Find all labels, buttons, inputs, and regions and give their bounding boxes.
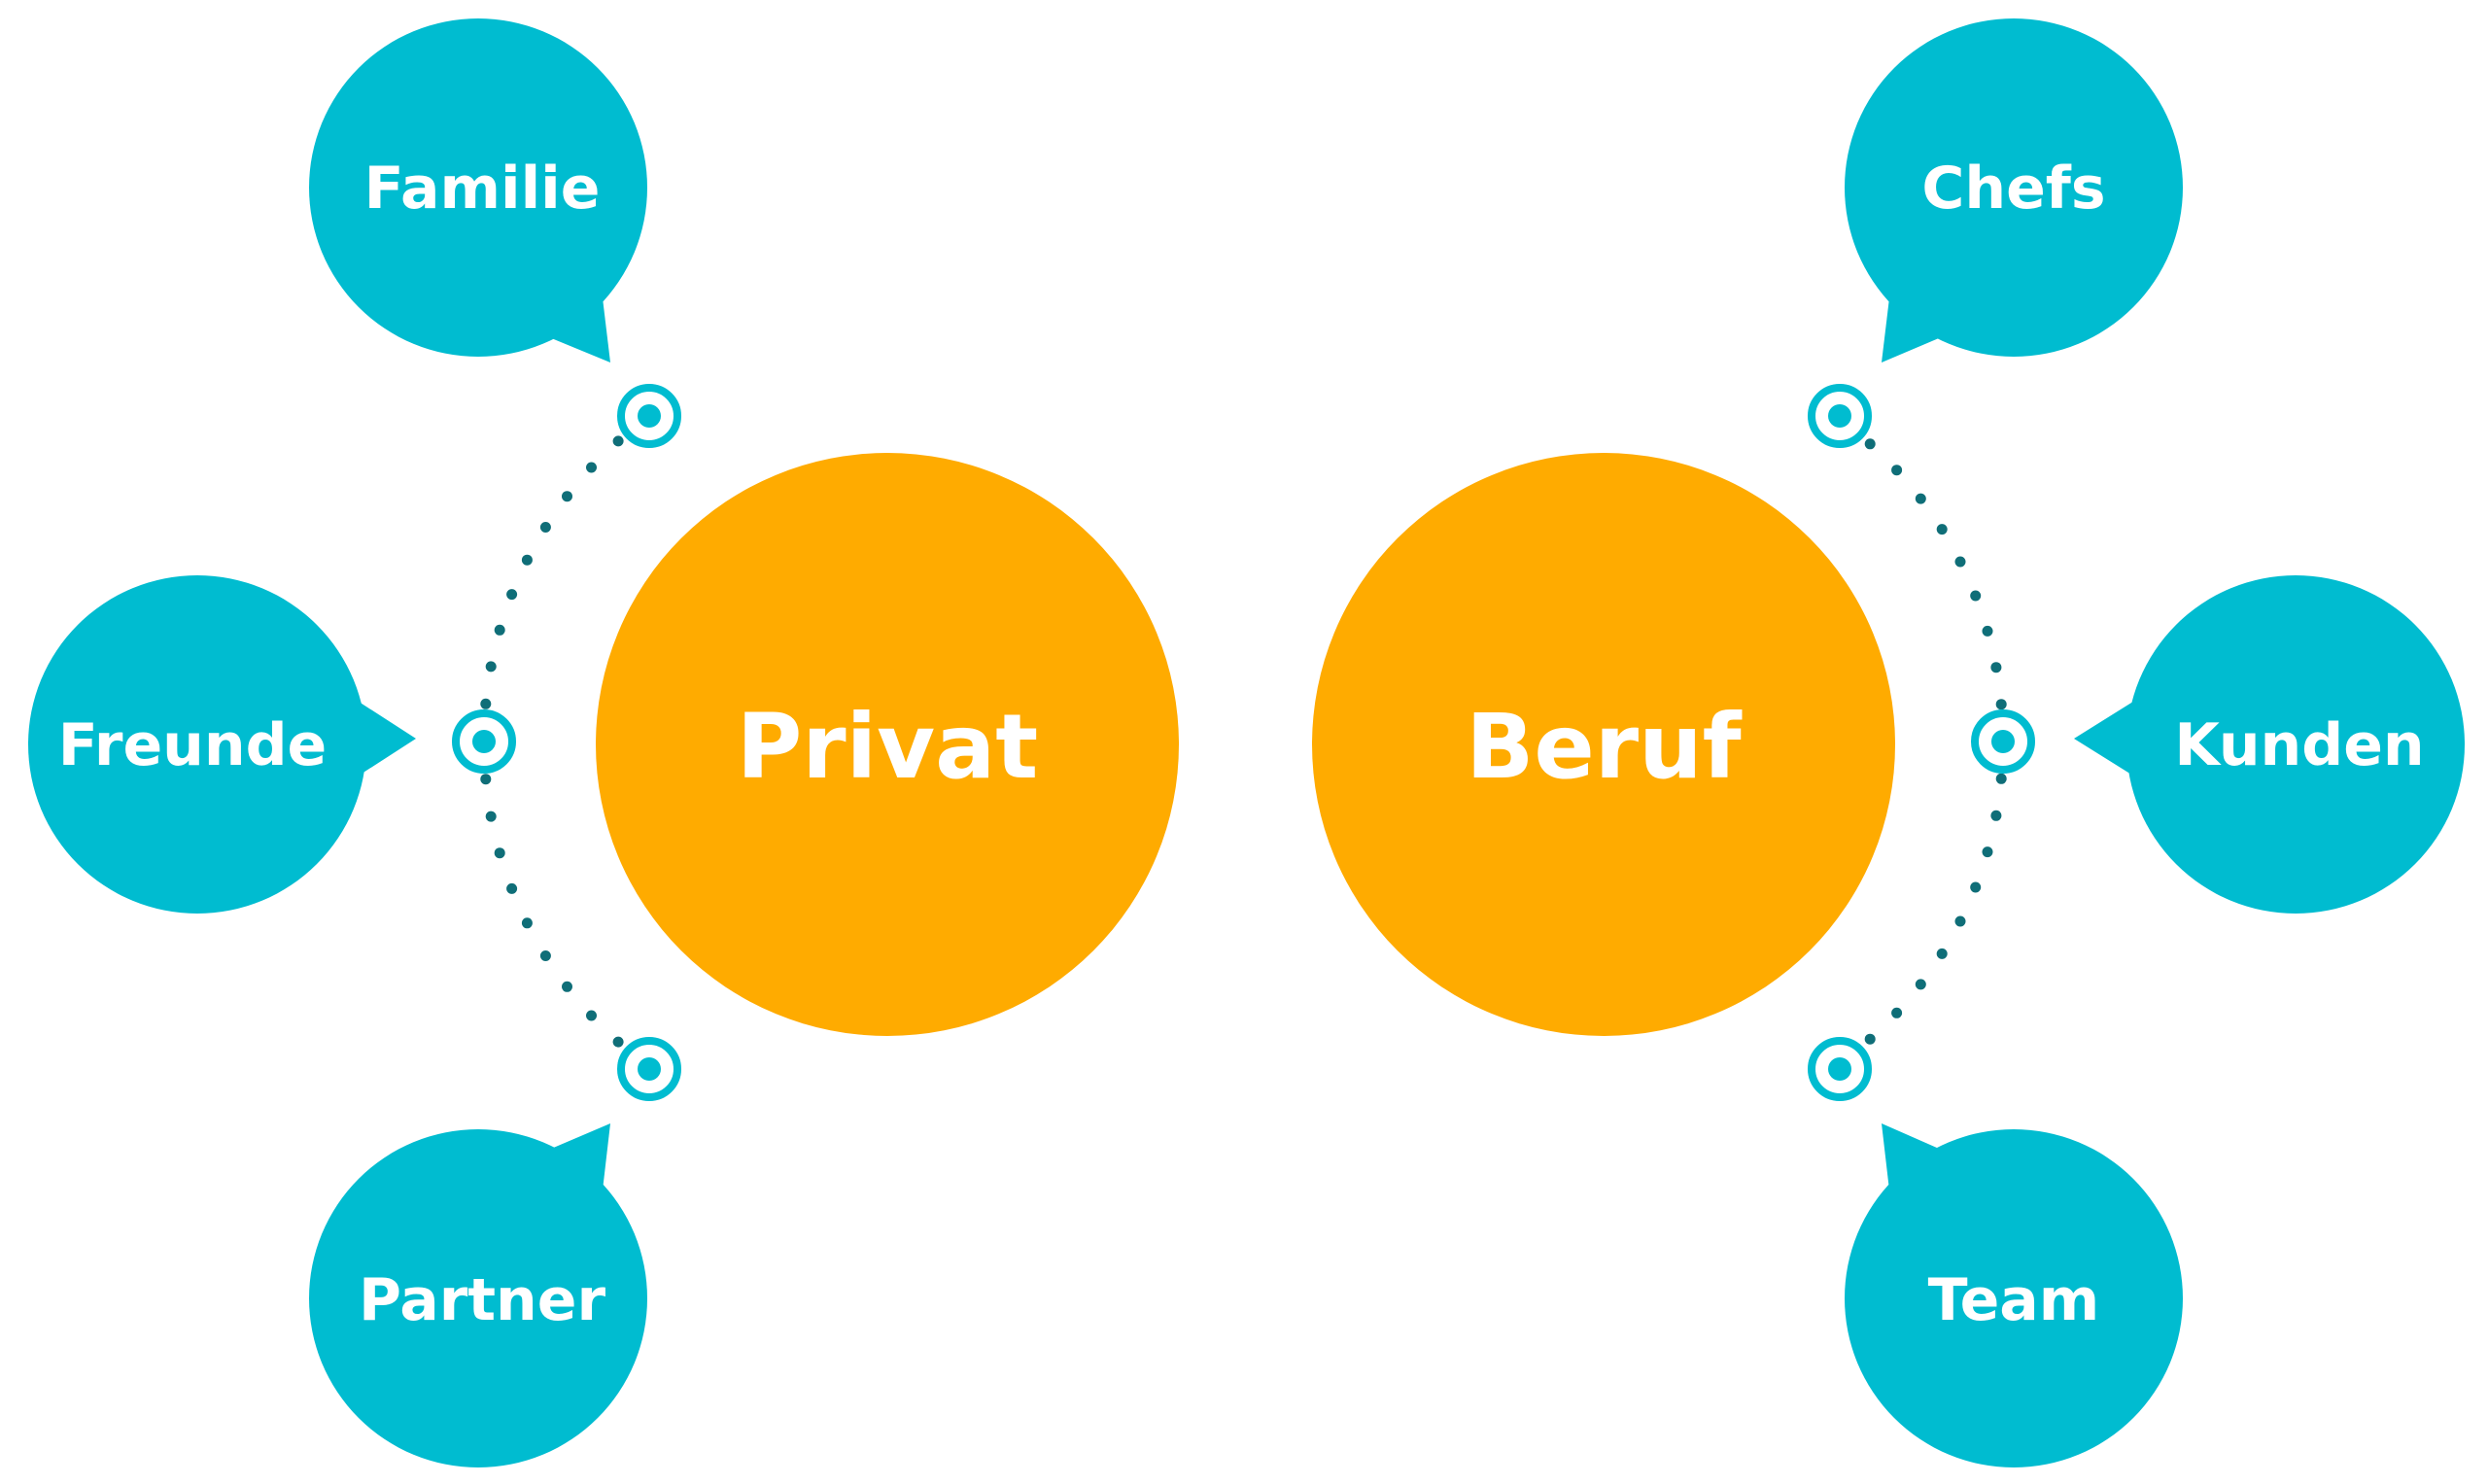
hub-privat: Privat — [596, 453, 1179, 1036]
arc-dot — [494, 624, 505, 636]
bubble-kunden-label: Kunden — [2174, 711, 2424, 779]
bubble-familie-circle — [309, 18, 647, 357]
target-ring-kunden — [1971, 709, 2035, 774]
bubble-freunde-tail — [356, 700, 416, 777]
hub-privat-label: Privat — [737, 695, 1038, 799]
arc-dot — [1864, 438, 1876, 450]
bubble-team-tail — [1882, 1123, 1946, 1207]
hub-beruf-circle — [1312, 453, 1895, 1036]
arc-dot — [480, 698, 492, 709]
arc-dot — [1995, 773, 2007, 784]
bubble-freunde-circle — [28, 575, 366, 914]
arc-dot — [1936, 948, 1948, 959]
bubble-freunde: Freunde — [28, 575, 416, 914]
arc-dot — [485, 661, 497, 673]
target-ring-chefs — [1808, 384, 1872, 448]
dotted-arc-right — [1864, 438, 2007, 1045]
bubble-chefs-label: Chefs — [1921, 155, 2105, 223]
arc-dot — [562, 491, 572, 502]
arc-dot — [1970, 881, 1982, 893]
arc-dot — [1970, 590, 1982, 602]
arc-dot — [521, 554, 533, 566]
target-ring-partner — [617, 1037, 681, 1101]
bubble-partner: Partner — [309, 1123, 647, 1467]
hub-privat-circle — [596, 453, 1179, 1036]
arc-dot — [1915, 493, 1926, 504]
bubble-partner-circle — [309, 1129, 647, 1467]
arc-dot — [1954, 915, 1966, 927]
arc-dot — [1864, 1033, 1876, 1045]
arc-dot — [1990, 662, 2002, 673]
arc-dot — [612, 435, 624, 447]
arc-dot — [494, 847, 505, 859]
bubble-partner-label: Partner — [359, 1266, 606, 1334]
arc-dot — [1990, 810, 2002, 821]
arc-dot — [480, 774, 492, 785]
bubble-chefs-circle — [1845, 18, 2183, 357]
hub-beruf-label: Beruf — [1466, 695, 1742, 799]
bubble-familie-label: Familie — [364, 155, 601, 223]
bubble-chefs-tail — [1882, 282, 1946, 362]
bubble-partner-tail — [544, 1123, 610, 1207]
bubble-familie: Familie — [309, 18, 647, 362]
arc-dot — [1915, 979, 1926, 990]
bubble-chefs: Chefs — [1845, 18, 2183, 362]
bubble-familie-tail — [544, 282, 610, 362]
dotted-arc-left — [480, 435, 624, 1048]
arc-dot — [586, 462, 597, 473]
arc-dot — [1891, 1007, 1903, 1018]
arc-dot — [562, 981, 572, 992]
arc-dot — [1995, 699, 2007, 710]
arc-dot — [612, 1036, 624, 1048]
target-ring-team — [1808, 1037, 1872, 1101]
arc-dot — [506, 882, 518, 894]
bubble-freunde-label: Freunde — [58, 711, 328, 779]
arc-dot — [539, 950, 551, 961]
arc-dot — [1954, 556, 1966, 568]
arc-dot — [521, 917, 533, 929]
bubble-kunden-tail — [2074, 700, 2136, 777]
target-ring-familie — [617, 384, 681, 448]
arc-dot — [586, 1010, 597, 1021]
arc-dot — [1982, 625, 1993, 637]
target-ring-icon — [452, 384, 2035, 1101]
bubble-kunden-circle — [2126, 575, 2465, 914]
arc-dot — [1891, 465, 1903, 476]
bubble-team-label: Team — [1928, 1266, 2100, 1334]
arc-dot — [506, 589, 518, 601]
arc-dot — [539, 522, 551, 533]
bubble-team-circle — [1845, 1129, 2183, 1467]
arc-dot — [485, 811, 497, 822]
bubble-team: Team — [1845, 1123, 2183, 1467]
arc-dot — [1982, 846, 1993, 858]
hub-beruf: Beruf — [1312, 453, 1895, 1036]
arc-dot — [1936, 524, 1948, 535]
target-ring-freunde — [452, 709, 516, 774]
bubble-kunden: Kunden — [2074, 575, 2465, 914]
